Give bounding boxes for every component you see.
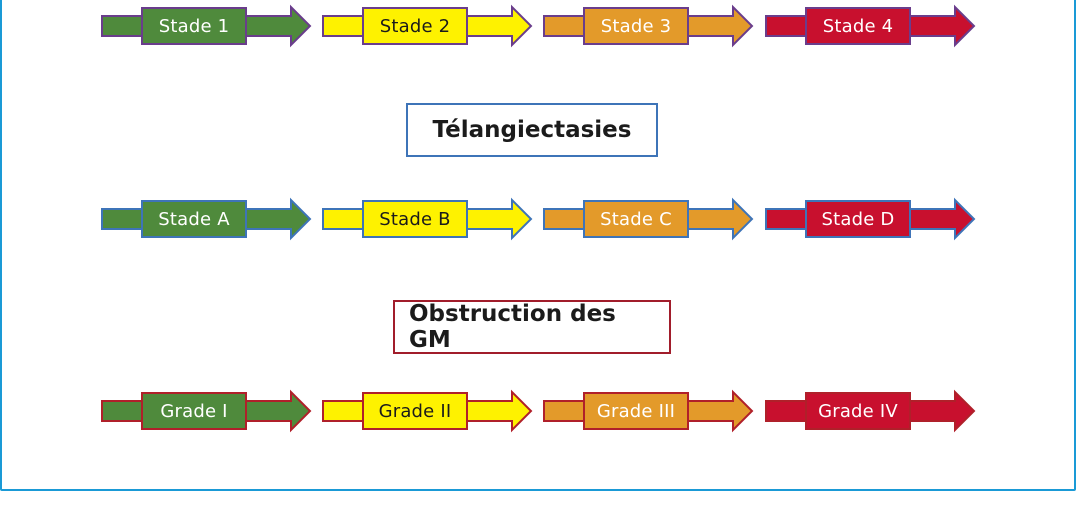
stage-arrow: Stade B xyxy=(322,197,544,241)
arrow-label: Grade IV xyxy=(805,392,911,430)
arrow-label: Stade 1 xyxy=(141,7,247,45)
arrow-label: Stade B xyxy=(362,200,468,238)
arrow-label: Stade 3 xyxy=(583,7,689,45)
stage-arrow: Stade A xyxy=(101,197,323,241)
arrow-label: Stade C xyxy=(583,200,689,238)
arrow-label: Stade 4 xyxy=(805,7,911,45)
arrow-label: Grade I xyxy=(141,392,247,430)
grade-arrow: Grade II xyxy=(322,389,544,433)
grade-arrow: Grade IV xyxy=(765,389,987,433)
stage-row-alpha: Stade A Stade B Stade C Stade D xyxy=(0,197,1078,241)
stage-arrow: Stade C xyxy=(543,197,765,241)
telangiectasies-title-label: Télangiectasies xyxy=(432,117,632,143)
arrow-label: Grade II xyxy=(362,392,468,430)
stage-arrow: Stade 3 xyxy=(543,4,765,48)
stage-arrow: Stade 2 xyxy=(322,4,544,48)
grade-row: Grade I Grade II Grade III Grade IV xyxy=(0,389,1078,433)
arrow-label: Grade III xyxy=(583,392,689,430)
stage-row-numeric: Stade 1 Stade 2 Stade 3 Stade 4 xyxy=(0,4,1078,48)
obstruction-title-label: Obstruction des GM xyxy=(409,301,616,353)
stage-arrow: Stade 4 xyxy=(765,4,987,48)
diagram-frame xyxy=(0,0,1076,491)
stage-arrow: Stade D xyxy=(765,197,987,241)
obstruction-title: Obstruction des GM xyxy=(393,300,671,354)
telangiectasies-title: Télangiectasies xyxy=(406,103,658,157)
grade-arrow: Grade I xyxy=(101,389,323,433)
arrow-label: Stade D xyxy=(805,200,911,238)
stage-arrow: Stade 1 xyxy=(101,4,323,48)
arrow-label: Stade 2 xyxy=(362,7,468,45)
arrow-label: Stade A xyxy=(141,200,247,238)
grade-arrow: Grade III xyxy=(543,389,765,433)
